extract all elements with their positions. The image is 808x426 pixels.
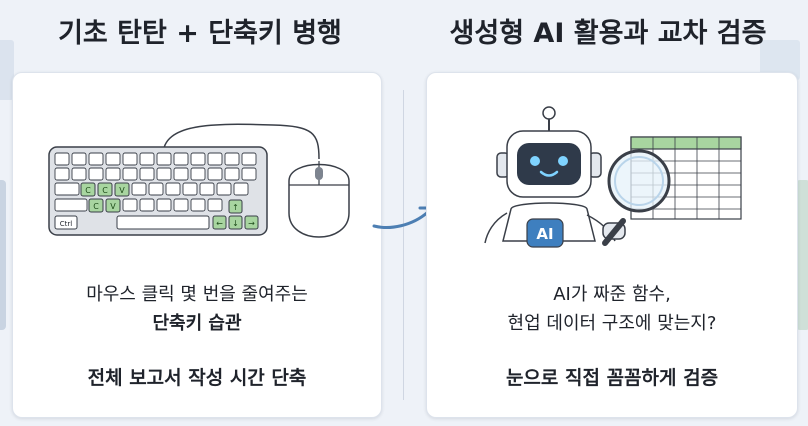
arrow-left-key: ←: [216, 219, 223, 228]
keyboard-key: [88, 167, 104, 181]
robot-icon: AI: [484, 106, 626, 248]
key-c1: C: [85, 186, 91, 195]
keyboard-key: [241, 152, 257, 166]
mouse-icon: [288, 161, 350, 238]
keyboard-key: [216, 182, 232, 196]
keyboard-key: [182, 182, 198, 196]
keyboard-key: [105, 167, 121, 181]
keyboard-key: [207, 167, 223, 181]
ctrl-key-label: Ctrl: [60, 220, 73, 228]
arrow-up-key: ↑: [232, 203, 239, 212]
shortcut-caption-line3: 전체 보고서 작성 시간 단축: [87, 367, 307, 389]
keyboard-key: [88, 152, 104, 166]
keyboard-key: [131, 182, 147, 196]
keyboard-key: [224, 167, 240, 181]
robot-spreadsheet-illustration: AI: [484, 106, 742, 248]
keyboard-key: [233, 182, 249, 196]
shortcut-card: Ctrl C C V C V ↑ ← ↓ →: [12, 72, 382, 418]
keyboard-key: [173, 152, 189, 166]
keyboard-key: [156, 152, 172, 166]
keyboard-key: [190, 198, 206, 212]
keyboard-key: [207, 152, 223, 166]
keyboard-icon: Ctrl C C V C V ↑ ← ↓ →: [48, 146, 268, 236]
shortcut-caption-line1: 마우스 클릭 몇 번을 줄여주는: [86, 284, 308, 305]
keyboard-key: [139, 152, 155, 166]
keyboard-key: [54, 152, 70, 166]
keyboard-key: [173, 198, 189, 212]
key-c2: C: [102, 186, 108, 195]
keyboard-key: [54, 167, 70, 181]
keyboard-key: [54, 198, 88, 212]
robot-badge-label: AI: [536, 225, 553, 243]
keyboard-key: [148, 182, 164, 196]
keyboard-key: [122, 198, 138, 212]
ai-caption-line2: 현업 데이터 구조에 맞는지?: [507, 313, 717, 334]
key-v1: V: [119, 186, 125, 195]
keyboard-key: [207, 198, 223, 212]
keyboard-key: [190, 152, 206, 166]
panel-divider: [403, 90, 404, 400]
key-c3: C: [93, 202, 99, 211]
keyboard-key: [71, 152, 87, 166]
keyboard-key: [156, 198, 172, 212]
keyboard-key: [54, 182, 80, 196]
keyboard-key: [199, 182, 215, 196]
keyboard-key: [173, 167, 189, 181]
keyboard-key: [139, 167, 155, 181]
left-panel-title: 기초 탄탄 + 단축키 병행: [58, 18, 342, 49]
keyboard-key: [241, 167, 257, 181]
keyboard-key: [224, 152, 240, 166]
shortcut-caption-line2: 단축키 습관: [152, 313, 242, 334]
keyboard-key: [122, 152, 138, 166]
magnifier-icon: [602, 149, 671, 246]
keyboard-key: [122, 167, 138, 181]
keyboard-key: [105, 152, 121, 166]
keyboard-key: [139, 198, 155, 212]
arrow-right-key: →: [248, 219, 255, 228]
ai-verify-card: AI AI가 짜준 함수, 현업 데이터 구조에 맞는지? 눈으로 직접 꼼꼼하…: [426, 72, 798, 418]
keyboard-mouse-illustration: Ctrl C C V C V ↑ ← ↓ →: [48, 123, 350, 238]
right-panel-title: 생성형 AI 활용과 교차 검증: [449, 18, 767, 49]
key-v2: V: [110, 202, 116, 211]
keyboard-key: [165, 182, 181, 196]
arrow-down-key: ↓: [232, 219, 239, 228]
ai-caption-line1: AI가 짜준 함수,: [553, 284, 671, 305]
keyboard-key: [71, 167, 87, 181]
ai-caption-line3: 눈으로 직접 꼼꼼하게 검증: [505, 367, 719, 389]
keyboard-key: [156, 167, 172, 181]
keyboard-key: [190, 167, 206, 181]
